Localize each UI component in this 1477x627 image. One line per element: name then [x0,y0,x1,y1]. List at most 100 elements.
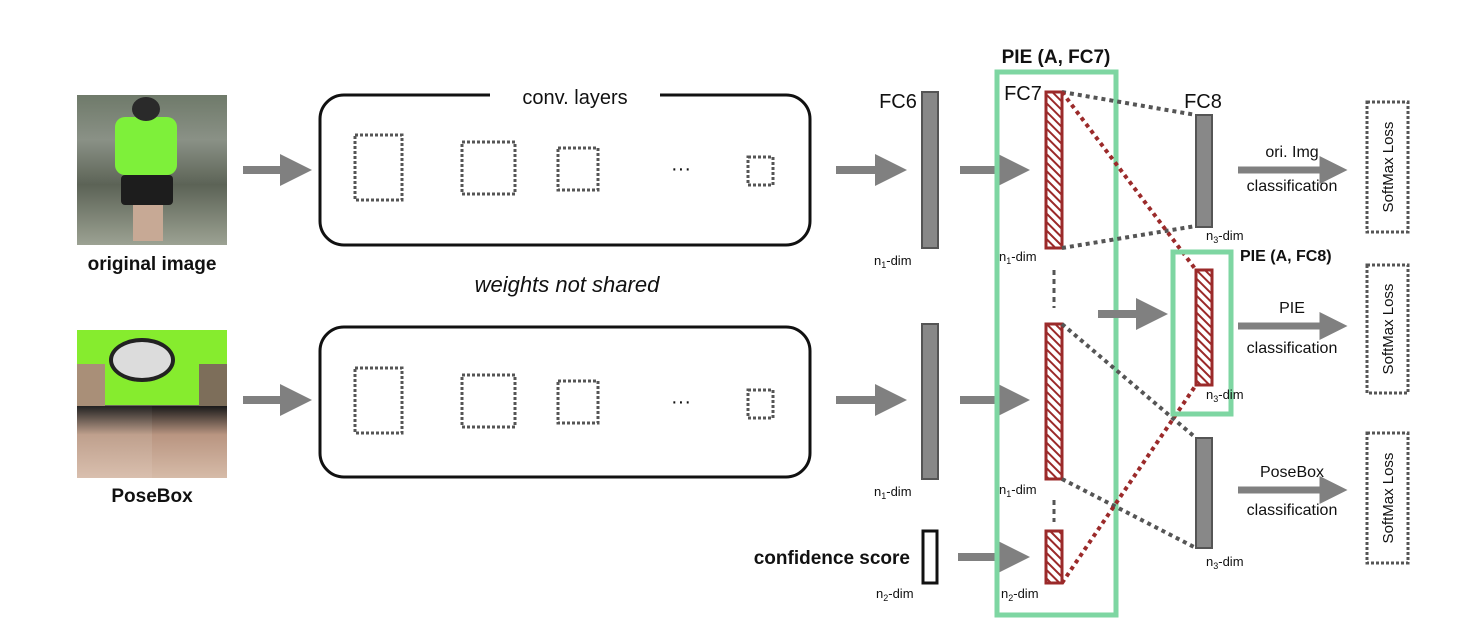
conv-filter-3-bottom [556,379,600,425]
softmax-box-mid [1365,263,1410,395]
posebox-leg-left [77,406,152,478]
dim-sub: 1 [1006,489,1011,499]
dim-n: n [876,586,883,601]
dim-n: n [999,249,1006,264]
posebox-arm-right [199,364,227,406]
dim-n: n [1206,554,1213,569]
posebox-leg-right [152,406,227,478]
legs-shape [133,205,163,241]
posebox-image-thumbnail [77,330,227,478]
pie-fc7-box [994,69,1119,618]
dim-n: n [874,253,881,268]
dotted-red-fc7top-fc8pie [1060,90,1198,272]
conv-filter-4-bottom [746,388,775,420]
conv-filter-4-top [746,155,775,187]
fc7-label: FC7 [1004,83,1042,105]
posebox-arm-left [77,364,105,406]
dim-n: n [874,484,881,499]
fc7-bar-top [1044,90,1064,250]
fc6-bar-top [921,91,939,249]
dim-suffix: -dim [886,253,911,268]
dim-suffix: -dim [1013,586,1038,601]
conv-filters-top [353,133,775,202]
dim-suffix: -dim [1011,249,1036,264]
dim-sub: 2 [1008,593,1013,603]
fc8-pie-bar [1194,268,1214,387]
ori-classification-label: classification [1247,178,1338,195]
fc8-label: FC8 [1184,91,1222,113]
shirt-shape [115,117,177,175]
dim-sub: 1 [881,260,886,270]
conv-title-gap [490,85,660,105]
conv-filters-bottom [353,366,775,435]
posebox-caption: PoseBox [111,486,193,507]
confidence-score-box [921,529,939,585]
weights-not-shared-note: weights not shared [475,272,660,297]
fc8-pie-dim: n3-dim [1206,387,1244,404]
fc6-bottom-dim: n1-dim [874,484,912,501]
dim-sub: 3 [1213,561,1218,571]
dim-n: n [999,482,1006,497]
confidence-score-label: confidence score [754,548,910,569]
dim-suffix: -dim [1218,228,1243,243]
softmax-box-bottom [1365,431,1410,565]
pie-head-label: PIE [1279,300,1305,317]
fc8-bar-bottom [1195,437,1213,549]
fc8-bottom-dim: n3-dim [1206,554,1244,571]
softmax-loss-top: SoftMax Loss [1380,122,1397,213]
fc7-bar-confidence [1044,529,1064,585]
pie-fc8-box [1170,249,1234,417]
fc6-bar-bottom [921,323,939,480]
fc7-top-dim: n1-dim [999,249,1037,266]
fc8-top-dim: n3-dim [1206,228,1244,245]
conv-filter-1-top [353,133,404,202]
dim-suffix: -dim [888,586,913,601]
pie-fc8-label: PIE (A, FC8) [1240,248,1332,265]
softmax-loss-mid: SoftMax Loss [1380,284,1397,375]
dim-suffix: -dim [1011,482,1036,497]
original-image-caption: original image [88,254,217,275]
pie-fc7-label: PIE (A, FC7) [1002,47,1111,68]
fc7-bar-bottom [1044,322,1064,481]
conv-filter-2-top [460,140,517,196]
dim-sub: 3 [1213,394,1218,404]
confidence-dim: n2-dim [876,586,914,603]
fc7-confidence-dim: n2-dim [1001,586,1039,603]
dim-sub: 1 [881,491,886,501]
dim-sub: 3 [1213,235,1218,245]
dim-suffix: -dim [886,484,911,499]
dim-suffix: -dim [1218,554,1243,569]
fc8-bar-top [1195,114,1213,228]
softmax-box-top [1365,100,1410,234]
conv-filter-3-top [556,146,600,192]
conv-box-bottom [318,325,812,479]
ori-img-label: ori. Img [1265,144,1318,161]
dim-n: n [1206,387,1213,402]
fc6-label: FC6 [879,91,917,113]
original-image-thumbnail [77,95,227,245]
dim-n: n [1206,228,1213,243]
dotted-fc7bottom-fc8bottom-upper [1060,322,1198,440]
dotted-fc7top-fc8top-upper [1061,90,1197,117]
dotted-fc7bottom-fc8bottom-lower [1061,477,1197,550]
shorts-shape [121,175,173,205]
dim-n: n [1001,586,1008,601]
fc6-top-dim: n1-dim [874,253,912,270]
posebox-classification-label: classification [1247,502,1338,519]
conv-filter-2-bottom [460,373,517,429]
pie-classification-label: classification [1247,340,1338,357]
conv-layers-title: conv. layers [522,87,627,109]
conv-ellipsis-bottom: ··· [671,391,691,413]
conv-ellipsis-top: ··· [671,158,691,180]
conv-box-top [318,93,812,247]
dim-sub: 2 [883,593,888,603]
dotted-fc7top-fc8top-lower [1061,224,1197,250]
head-shape [132,97,160,121]
fc7-bottom-dim: n1-dim [999,482,1037,499]
softmax-loss-bottom: SoftMax Loss [1380,453,1397,544]
posebox-torso-logo [109,338,175,382]
conv-filter-1-bottom [353,366,404,435]
posebox-head-label: PoseBox [1260,464,1324,481]
